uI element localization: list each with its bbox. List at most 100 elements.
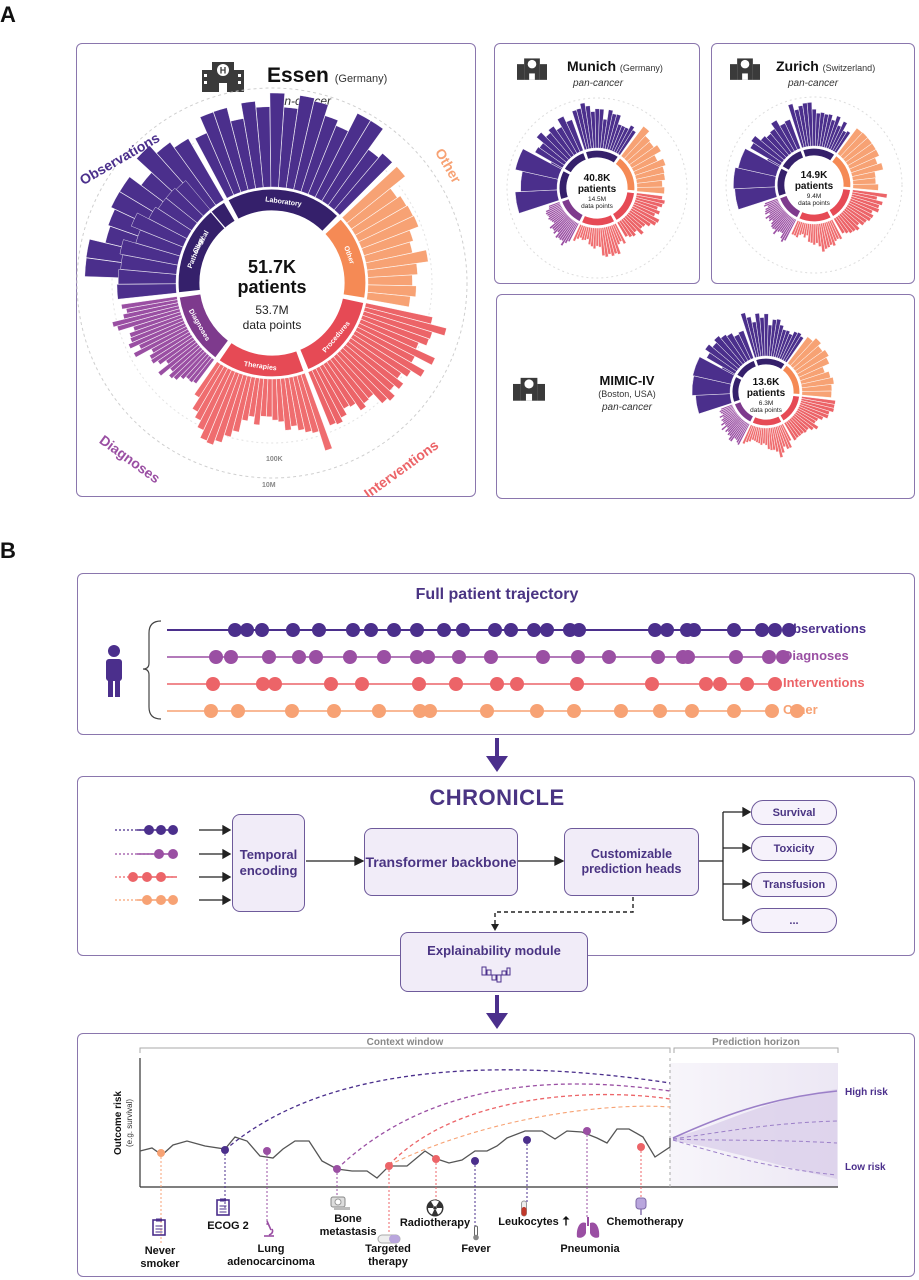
trajectory-event: [685, 704, 699, 718]
risk-event-marker: [333, 1165, 341, 1173]
chronicle-title: CHRONICLE: [429, 785, 565, 810]
event-pneumonia: Pneumonia: [560, 1243, 620, 1255]
event-bone-metastasis: Bone metastasis: [319, 1213, 377, 1238]
essen-points-label: data points: [243, 318, 302, 332]
trajectory-event: [729, 650, 743, 664]
trajectory-event: [648, 623, 662, 637]
trajectory-event: [645, 677, 659, 691]
trajectory-event: [681, 650, 695, 664]
trajectory-event: [530, 704, 544, 718]
munich-bar: [572, 224, 583, 242]
trajectory-event: [776, 650, 790, 664]
munich-bar: [616, 221, 629, 238]
event-never-smoker: Never smoker: [140, 1245, 180, 1270]
low-risk-label: Low risk: [845, 1162, 886, 1173]
munich-subtitle: pan-cancer: [573, 78, 624, 89]
mini-row-event: [156, 895, 166, 905]
zurich-bar: [790, 220, 800, 236]
trajectory-event: [651, 650, 665, 664]
trajectory-event: [570, 677, 584, 691]
zurich-city: Zurich: [776, 58, 819, 74]
trajectory-event: [421, 650, 435, 664]
munich-patients-label: patients: [578, 184, 617, 195]
mimic-bar: [783, 421, 798, 441]
munich-bar: [548, 201, 561, 208]
munich-bar: [617, 129, 637, 156]
row-label-interventions: Interventions: [783, 675, 865, 690]
mimic-bar: [738, 330, 754, 360]
essen-outer-other: Other: [432, 145, 465, 186]
trajectory-event: [224, 650, 238, 664]
trajectory-event: [768, 623, 782, 637]
mimic-city: MIMIC-IV: [599, 373, 655, 388]
munich-bar: [550, 161, 563, 170]
mimic-patients-value: 13.6K: [753, 377, 780, 388]
mimic-points-value: 6.3M: [759, 400, 773, 407]
essen-bar: [174, 138, 225, 206]
risk-event-marker: [263, 1147, 271, 1155]
trajectory-event: [699, 677, 713, 691]
essen-inner-segment: [178, 293, 230, 359]
thermometer-icon: [473, 1225, 479, 1241]
trajectory-event: [490, 677, 504, 691]
trajectory-event: [423, 704, 437, 718]
radiation-icon: [426, 1199, 444, 1217]
mimic-subtitle: pan-cancer: [601, 402, 653, 413]
iv-bag-icon: [635, 1197, 647, 1215]
arrow-down-icon: [486, 995, 508, 1029]
row-label-diagnoses: Diagnoses: [783, 648, 849, 663]
trajectory-event: [488, 623, 502, 637]
trajectory-diagram: Observations Diagnoses Interventions Oth…: [106, 620, 866, 720]
zurich-patients-label: patients: [795, 181, 834, 192]
hospital-icon: H: [202, 62, 244, 92]
essen-title: Essen (Germany): [267, 64, 387, 88]
trajectory-event: [614, 704, 628, 718]
trajectory-event: [312, 623, 326, 637]
trajectory-event: [660, 623, 674, 637]
zurich-bar: [833, 217, 846, 235]
zurich-bar: [766, 158, 781, 167]
mini-row-event: [128, 872, 138, 882]
event-leukocytes: Leukocytes: [492, 1216, 576, 1229]
bar-chart-icon: [481, 966, 511, 983]
context-window-label: Context window: [367, 1037, 444, 1048]
essen-inner-label: Therapies: [243, 361, 277, 373]
event-targeted-therapy: Targeted therapy: [365, 1243, 411, 1268]
trajectory-title: Full patient trajectory: [415, 586, 579, 603]
output-survival: Survival: [751, 800, 837, 825]
trajectory-event: [372, 704, 386, 718]
lungs-icon: [576, 1217, 600, 1238]
mimic-points-label: data points: [750, 407, 783, 414]
munich-points-value: 14.5M: [588, 196, 606, 203]
mimic-bar: [784, 335, 804, 363]
mimic-bar: [720, 404, 733, 411]
trajectory-event: [286, 623, 300, 637]
trajectory-event: [567, 704, 581, 718]
trajectory-event: [765, 704, 779, 718]
trajectory-event: [255, 623, 269, 637]
hospital-icon: [517, 58, 547, 80]
risk-event-marker: [385, 1162, 393, 1170]
output-transfusion: Transfusion: [751, 872, 837, 897]
zurich-bar: [764, 198, 779, 205]
risk-event-marker: [583, 1127, 591, 1135]
essen-outer-diagnoses: Diagnoses: [97, 432, 164, 487]
trajectory-event: [324, 677, 338, 691]
trajectory-event: [256, 677, 270, 691]
risk-event-marker: [637, 1143, 645, 1151]
munich-points-label: data points: [581, 203, 614, 210]
trajectory-event: [680, 623, 694, 637]
zurich-bar: [852, 183, 879, 191]
essen-scale-outer: 10M: [262, 482, 276, 489]
trajectory-event: [727, 704, 741, 718]
trajectory-event: [387, 623, 401, 637]
trajectory-event: [480, 704, 494, 718]
trajectory-event: [755, 623, 769, 637]
trajectory-event: [412, 677, 426, 691]
essen-bar: [121, 296, 178, 310]
prediction-heads-box: Customizable prediction heads: [564, 828, 699, 896]
mimic-country: (Boston, USA): [598, 389, 656, 399]
mini-row-event: [142, 895, 152, 905]
trajectory-event: [309, 650, 323, 664]
mini-row-event: [168, 895, 178, 905]
